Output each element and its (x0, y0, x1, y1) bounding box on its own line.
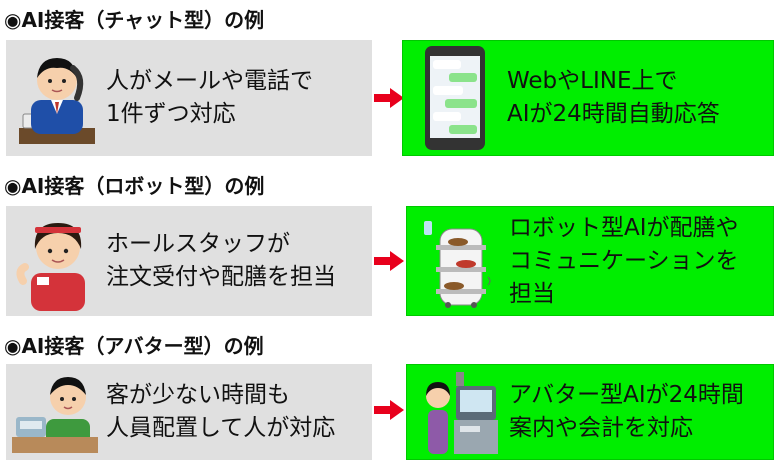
waitress-icon (6, 206, 106, 316)
before-text-avatar: 客が少ない時間も 人員配置して人が対応 (106, 382, 336, 441)
arrow-right-icon (374, 88, 404, 108)
smartphone-chat-icon (403, 40, 507, 156)
after-panel-avatar: アバター型AIが24時間 案内や会計を対応 (406, 364, 774, 460)
after-text-chat: WebやLINE上で AIが24時間自動応答 (507, 68, 720, 127)
self-checkout-kiosk-icon (407, 364, 509, 460)
after-panel-robot: ロボット型AIが配膳や コミュニケーションを 担当 (406, 206, 774, 316)
serving-robot-icon (407, 206, 509, 316)
before-text-chat: 人がメールや電話で 1件ずつ対応 (106, 68, 313, 127)
arrow-right-icon (374, 400, 404, 420)
arrow-right-icon (374, 251, 404, 271)
before-panel-robot: ホールスタッフが 注文受付や配膳を担当 (6, 206, 372, 316)
before-panel-chat: 人がメールや電話で 1件ずつ対応 (6, 40, 372, 156)
section-title-avatar: ◉AI接客（アバター型）の例 (4, 334, 264, 358)
after-text-robot: ロボット型AIが配膳や コミュニケーションを 担当 (509, 214, 739, 307)
after-text-avatar: アバター型AIが24時間 案内や会計を対応 (509, 382, 744, 441)
phone-operator-icon (6, 40, 106, 156)
before-text-robot: ホールスタッフが 注文受付や配膳を担当 (106, 231, 336, 290)
section-title-chat: ◉AI接客（チャット型）の例 (4, 8, 265, 32)
before-panel-avatar: 客が少ない時間も 人員配置して人が対応 (6, 364, 372, 460)
section-title-robot: ◉AI接客（ロボット型）の例 (4, 174, 265, 198)
cashier-clerk-icon (6, 364, 106, 460)
after-panel-chat: WebやLINE上で AIが24時間自動応答 (402, 40, 774, 156)
